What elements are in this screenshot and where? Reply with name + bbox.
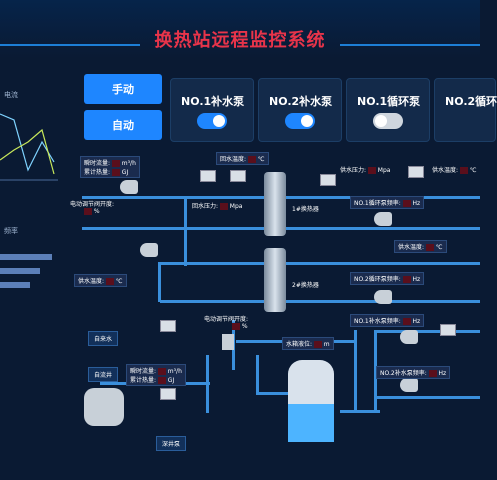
return-press-readout: 回水压力: Mpa <box>192 203 243 210</box>
supply-press-readout: 供水压力: Mpa <box>340 167 391 174</box>
tank-water-level <box>288 404 334 442</box>
pump-card-label: NO.2循环 <box>445 95 497 108</box>
header-divider-right <box>340 44 480 46</box>
tank-level-readout: 水箱液位: m <box>282 337 334 350</box>
bottom-flow-readout: 瞬时流量: m³/h 累计热量: GJ <box>126 364 186 386</box>
flow-sensor-icon <box>160 388 176 400</box>
instant-flow-label: 瞬时流量: <box>84 160 111 167</box>
circ-1-label: NO.1循环泵频率: <box>354 200 401 207</box>
supply-press-label: 供水压力: <box>340 167 367 174</box>
pipe <box>158 262 161 302</box>
tap-water-label: 自来水 <box>88 331 119 346</box>
control-valve-icon <box>222 334 234 350</box>
valve-2-readout: 电动调节阀开度: % <box>204 316 249 330</box>
heat-exchanger-1 <box>264 172 286 236</box>
makeup-1-label: NO.1补水泵频率: <box>354 318 401 325</box>
pipe <box>206 355 209 413</box>
makeup-1-readout: NO.1补水泵频率: Hz <box>350 314 425 327</box>
pipe <box>354 330 357 410</box>
valve-icon <box>140 243 158 257</box>
supply-temp-left-label: 供水温度: <box>78 278 105 285</box>
pump-card-label: NO.2补水泵 <box>269 95 333 108</box>
instant-flow-unit: m³/h <box>121 160 136 167</box>
page-title: 换热站远程监控系统 <box>154 30 326 51</box>
current-chart-panel: 电流 <box>0 72 60 202</box>
exchanger-2-label: 2#换热器 <box>292 282 319 289</box>
heat-exchanger-2 <box>264 248 286 312</box>
circulation-pump-2-icon[interactable] <box>374 290 392 304</box>
gauge-icon <box>408 166 424 178</box>
makeup-pump-2-icon[interactable] <box>400 378 418 392</box>
supply-temp-mid-readout: 供水温度: ℃ <box>394 240 447 253</box>
frequency-bar <box>0 282 30 288</box>
flow-sensor-icon <box>440 324 456 336</box>
circ-2-readout: NO.2循环泵频率: Hz <box>350 272 425 285</box>
self-flow-well-label: 自流井 <box>88 367 119 382</box>
well-tank-icon <box>84 388 124 426</box>
flow-meter-icon <box>120 180 138 194</box>
frequency-chart-panel: 频率 <box>0 222 60 352</box>
current-chart-label: 电流 <box>4 91 18 99</box>
current-line-chart <box>0 113 58 181</box>
pipe <box>256 355 259 393</box>
makeup-2-label: NO.2补水泵频率: <box>380 370 427 377</box>
pipe <box>374 330 480 333</box>
pump-card-label: NO.1循环泵 <box>357 95 421 108</box>
supply-temp-mid-label: 供水温度: <box>398 244 425 251</box>
header-divider-left <box>0 44 140 46</box>
pump-card-makeup-2: NO.2补水泵 <box>258 78 342 142</box>
pump-card-circulation-1: NO.1循环泵 <box>346 78 430 142</box>
makeup-pump-1-icon[interactable] <box>400 330 418 344</box>
bottom-total-heat-label: 累计热量: <box>130 377 157 384</box>
bottom-instant-flow-label: 瞬时流量: <box>130 368 157 375</box>
return-temp-readout: 回水温度: ℃ <box>216 152 269 165</box>
pump-card-label: NO.1补水泵 <box>181 95 245 108</box>
deep-well-pump-label: 深井泵 <box>156 436 187 451</box>
pipe <box>256 392 288 395</box>
flow-sensor-icon <box>160 320 176 332</box>
title-bar <box>0 0 480 58</box>
pipe <box>184 196 187 266</box>
pump-card-makeup-1: NO.1补水泵 <box>170 78 254 142</box>
gauge-icon <box>230 170 246 182</box>
manual-mode-button[interactable]: 手动 <box>84 74 162 104</box>
return-temp-label: 回水温度: <box>220 156 247 163</box>
valve-1-label: 电动调节阀开度: <box>70 201 115 208</box>
top-flow-readout: 瞬时流量: m³/h 累计热量: GJ <box>80 156 140 178</box>
supply-temp-left-readout: 供水温度: ℃ <box>74 274 127 287</box>
return-press-label: 回水压力: <box>192 203 219 210</box>
supply-temp-right-readout: 供水温度: ℃ <box>432 167 477 174</box>
pump-toggle-makeup-2[interactable] <box>285 113 315 129</box>
supply-temp-right-label: 供水温度: <box>432 167 459 174</box>
frequency-bar <box>0 268 40 274</box>
frequency-chart-label: 频率 <box>4 227 18 235</box>
water-tank <box>288 360 334 442</box>
circulation-pump-1-icon[interactable] <box>374 212 392 226</box>
valve-1-readout: 电动调节阀开度: % <box>70 201 115 215</box>
total-heat-label: 累计热量: <box>84 169 111 176</box>
total-heat-unit: GJ <box>121 169 129 176</box>
circ-2-label: NO.2循环泵频率: <box>354 276 401 283</box>
pipe <box>374 396 480 399</box>
pipe <box>374 330 377 410</box>
frequency-bar <box>0 254 52 260</box>
makeup-2-readout: NO.2补水泵频率: Hz <box>376 366 451 379</box>
pump-toggle-makeup-1[interactable] <box>197 113 227 129</box>
pump-toggle-circulation-1[interactable] <box>373 113 403 129</box>
gauge-icon <box>200 170 216 182</box>
pipe <box>160 262 480 265</box>
pump-card-circulation-2: NO.2循环 <box>434 78 497 142</box>
pipe <box>340 410 380 413</box>
auto-mode-button[interactable]: 自动 <box>84 110 162 140</box>
exchanger-1-label: 1#换热器 <box>292 206 319 213</box>
gauge-icon <box>320 174 336 186</box>
pipe <box>160 300 480 303</box>
circ-1-readout: NO.1循环泵频率: Hz <box>350 196 425 209</box>
valve-2-label: 电动调节阀开度: <box>204 316 249 323</box>
tank-level-label: 水箱液位: <box>286 341 313 348</box>
